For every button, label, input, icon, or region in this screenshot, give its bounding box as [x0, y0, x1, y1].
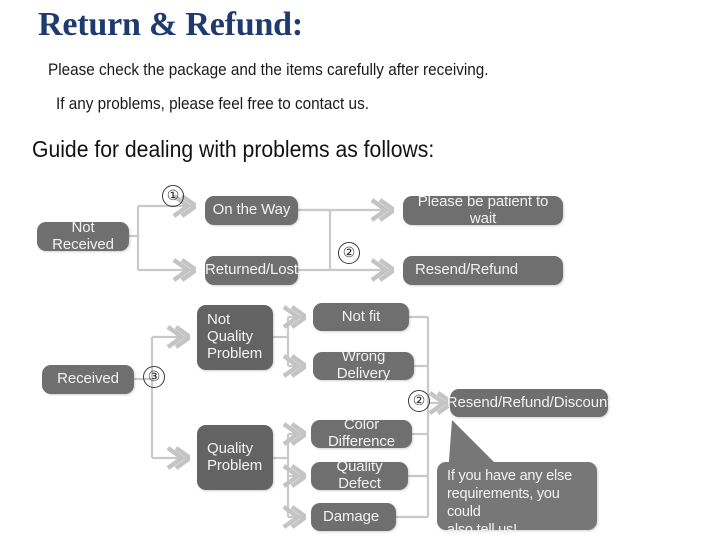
intro-line-2: If any problems, please feel free to con…	[56, 94, 369, 113]
marker-circle-3: ③	[143, 366, 165, 388]
node-color-difference[interactable]: Color Difference	[311, 416, 412, 450]
marker-circle-1: ①	[162, 185, 184, 207]
page-title: Return & Refund:	[38, 6, 304, 43]
node-resend-refund-discount[interactable]: Resend/Refund/Discount	[447, 389, 611, 417]
node-wrong-delivery[interactable]: Wrong Delivery	[313, 348, 414, 382]
node-quality-defect[interactable]: Quality Defect	[311, 458, 408, 492]
node-returned-lost[interactable]: Returned/Lost	[205, 256, 298, 285]
node-quality-problem[interactable]: Quality Problem	[197, 425, 273, 490]
node-received[interactable]: Received	[42, 365, 134, 394]
marker-circle-2a: ②	[338, 242, 360, 264]
callout-bubble: If you have any else requirements, you c…	[437, 462, 597, 536]
node-resend-refund[interactable]: Resend/Refund	[403, 256, 563, 285]
node-damage[interactable]: Damage	[311, 503, 396, 531]
guide-heading: Guide for dealing with problems as follo…	[32, 136, 435, 162]
node-not-received[interactable]: Not Received	[37, 219, 129, 252]
node-on-the-way[interactable]: On the Way	[205, 196, 298, 225]
node-not-quality-problem[interactable]: Not Quality Problem	[197, 305, 273, 370]
node-please-be-patient[interactable]: Please be patient to wait	[403, 193, 563, 226]
node-not-fit[interactable]: Not fit	[313, 303, 409, 331]
intro-line-1: Please check the package and the items c…	[48, 60, 489, 79]
marker-circle-2b: ②	[408, 390, 430, 412]
